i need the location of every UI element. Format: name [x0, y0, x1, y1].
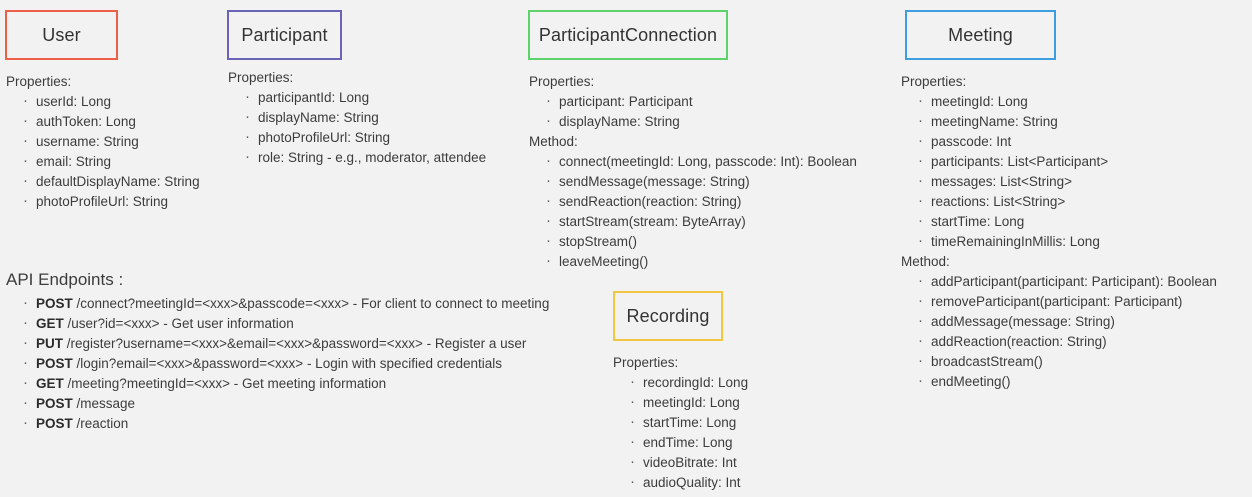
- list-item: endTime: Long: [629, 432, 893, 453]
- list-item: email: String: [22, 151, 221, 172]
- list-item: removeParticipant(participant: Participa…: [917, 291, 1251, 312]
- list-item: participant: Participant: [545, 91, 899, 112]
- list-item: defaultDisplayName: String: [22, 171, 221, 192]
- methods-list-meeting: addParticipant(participant: Participant)…: [901, 271, 1251, 392]
- list-item: messages: List<String>: [917, 171, 1251, 192]
- http-verb: POST: [36, 296, 73, 311]
- api-endpoints-list: POST /connect?meetingId=<xxx>&passcode=<…: [6, 293, 606, 434]
- api-endpoints-heading: API Endpoints :: [6, 270, 124, 289]
- properties-list-user: userId: Long authToken: Long username: S…: [6, 91, 221, 212]
- entity-details-participant-connection: Properties: participant: Participant dis…: [529, 72, 899, 272]
- properties-label-recording: Properties:: [613, 355, 679, 370]
- list-item: PUT /register?username=<xxx>&email=<xxx>…: [22, 333, 606, 354]
- http-verb: GET: [36, 316, 64, 331]
- list-item: displayName: String: [545, 111, 899, 132]
- list-item: audioQuality: Int: [629, 472, 893, 493]
- entity-box-recording[interactable]: Recording: [613, 291, 723, 341]
- list-item: endMeeting(): [917, 371, 1251, 392]
- endpoint-path: /connect?meetingId=<xxx>&passcode=<xxx>: [76, 296, 349, 311]
- properties-list-participant-connection: participant: Participant displayName: St…: [529, 91, 899, 132]
- list-item: addMessage(message: String): [917, 311, 1251, 332]
- entity-box-meeting[interactable]: Meeting: [905, 10, 1056, 60]
- list-item: POST /connect?meetingId=<xxx>&passcode=<…: [22, 293, 606, 314]
- entity-title-participant-connection: ParticipantConnection: [538, 25, 718, 45]
- list-item: startTime: Long: [629, 412, 893, 433]
- list-item: role: String - e.g., moderator, attendee: [244, 147, 528, 168]
- http-verb: POST: [36, 356, 73, 371]
- http-verb: POST: [36, 416, 73, 431]
- list-item: passcode: Int: [917, 131, 1251, 152]
- api-endpoints-section: API Endpoints : POST /connect?meetingId=…: [6, 268, 606, 434]
- list-item: photoProfileUrl: String: [22, 191, 221, 212]
- entity-title-participant: Participant: [241, 25, 328, 45]
- endpoint-description: - Get user information: [163, 316, 294, 331]
- list-item: startStream(stream: ByteArray): [545, 211, 899, 232]
- list-item: sendMessage(message: String): [545, 171, 899, 192]
- entity-box-user[interactable]: User: [5, 10, 118, 60]
- endpoint-path: /message: [76, 396, 136, 411]
- entity-title-user: User: [42, 25, 81, 45]
- list-item: userId: Long: [22, 91, 221, 112]
- entity-title-meeting: Meeting: [948, 25, 1013, 45]
- entity-box-participant-connection[interactable]: ParticipantConnection: [528, 10, 728, 60]
- list-item: startTime: Long: [917, 211, 1251, 232]
- list-item: leaveMeeting(): [545, 251, 899, 272]
- list-item: videoBitrate: Int: [629, 452, 893, 473]
- methods-label-meeting: Method:: [901, 254, 950, 269]
- list-item: addReaction(reaction: String): [917, 331, 1251, 352]
- list-item: addParticipant(participant: Participant)…: [917, 271, 1251, 292]
- list-item: connect(meetingId: Long, passcode: Int):…: [545, 151, 899, 172]
- endpoint-path: /reaction: [76, 416, 129, 431]
- list-item: timeRemainingInMillis: Long: [917, 231, 1251, 252]
- list-item: reactions: List<String>: [917, 191, 1251, 212]
- list-item: meetingId: Long: [629, 392, 893, 413]
- entity-box-participant[interactable]: Participant: [227, 10, 342, 60]
- endpoint-path: /register?username=<xxx>&email=<xxx>&pas…: [66, 336, 423, 351]
- endpoint-description: - Login with specified credentials: [306, 356, 503, 371]
- http-verb: POST: [36, 396, 73, 411]
- list-item: sendReaction(reaction: String): [545, 191, 899, 212]
- entity-details-user: Properties: userId: Long authToken: Long…: [6, 72, 221, 212]
- list-item: GET /user?id=<xxx> - Get user informatio…: [22, 313, 606, 334]
- list-item: photoProfileUrl: String: [244, 127, 528, 148]
- list-item: POST /reaction: [22, 413, 606, 434]
- entity-details-meeting: Properties: meetingId: Long meetingName:…: [901, 72, 1251, 392]
- list-item: displayName: String: [244, 107, 528, 128]
- list-item: participantId: Long: [244, 87, 528, 108]
- list-item: authToken: Long: [22, 111, 221, 132]
- properties-label-participant: Properties:: [228, 70, 294, 85]
- properties-label-meeting: Properties:: [901, 74, 967, 89]
- list-item: broadcastStream(): [917, 351, 1251, 372]
- methods-list-participant-connection: connect(meetingId: Long, passcode: Int):…: [529, 151, 899, 272]
- endpoint-path: /login?email=<xxx>&password=<xxx>: [76, 356, 304, 371]
- list-item: username: String: [22, 131, 221, 152]
- endpoint-description: - Register a user: [426, 336, 527, 351]
- list-item: POST /message: [22, 393, 606, 414]
- list-item: GET /meeting?meetingId=<xxx> - Get meeti…: [22, 373, 606, 394]
- list-item: participants: List<Participant>: [917, 151, 1251, 172]
- endpoint-description: - For client to connect to meeting: [352, 296, 550, 311]
- properties-list-meeting: meetingId: Long meetingName: String pass…: [901, 91, 1251, 252]
- endpoint-path: /meeting?meetingId=<xxx>: [67, 376, 231, 391]
- list-item: stopStream(): [545, 231, 899, 252]
- endpoint-description: - Get meeting information: [233, 376, 387, 391]
- entity-title-recording: Recording: [626, 306, 710, 326]
- properties-list-recording: recordingId: Long meetingId: Long startT…: [613, 372, 893, 493]
- http-verb: GET: [36, 376, 64, 391]
- entity-details-participant: Properties: participantId: Long displayN…: [228, 68, 528, 168]
- methods-label-participant-connection: Method:: [529, 134, 578, 149]
- list-item: meetingId: Long: [917, 91, 1251, 112]
- properties-label-participant-connection: Properties:: [529, 74, 595, 89]
- list-item: meetingName: String: [917, 111, 1251, 132]
- http-verb: PUT: [36, 336, 63, 351]
- list-item: POST /login?email=<xxx>&password=<xxx> -…: [22, 353, 606, 374]
- properties-label-user: Properties:: [6, 74, 72, 89]
- list-item: recordingId: Long: [629, 372, 893, 393]
- endpoint-path: /user?id=<xxx>: [67, 316, 160, 331]
- properties-list-participant: participantId: Long displayName: String …: [228, 87, 528, 168]
- entity-details-recording: Properties: recordingId: Long meetingId:…: [613, 353, 893, 493]
